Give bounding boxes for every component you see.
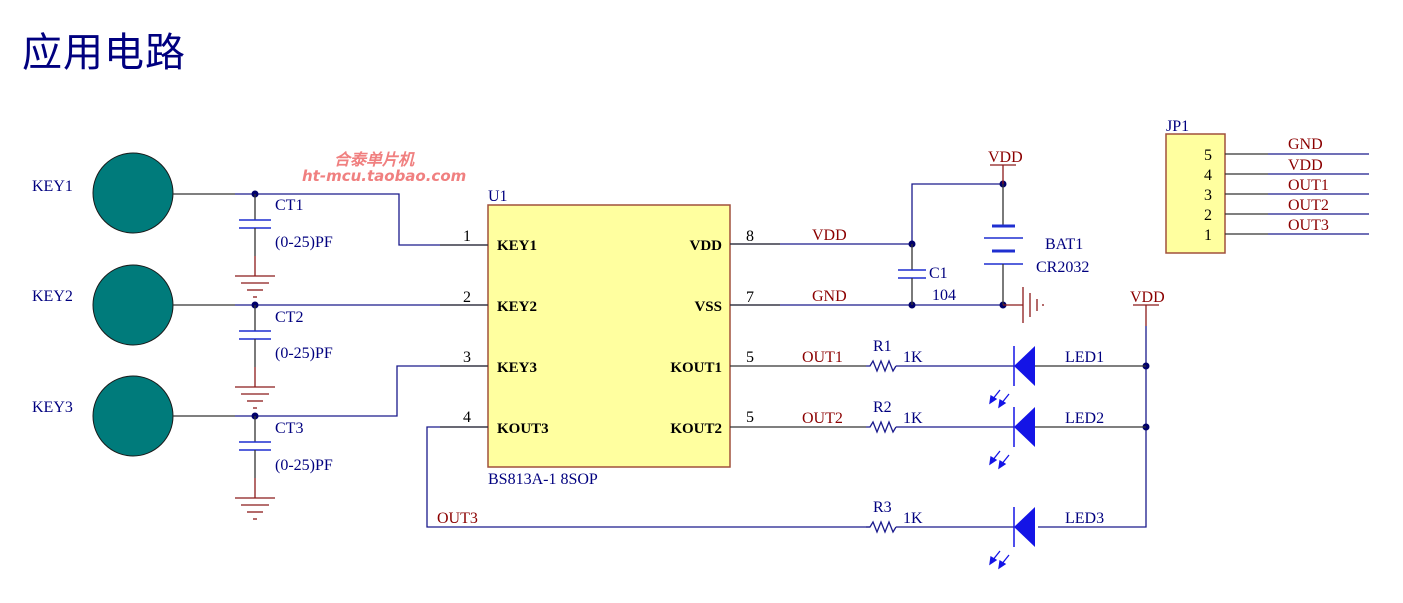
jp1-net: GND [1288,136,1323,153]
light-emission-icon [989,450,1010,470]
pin-number: 5 [746,409,754,426]
r3-value: 1K [903,510,923,527]
ic-body[interactable] [487,204,731,468]
jp1-net: VDD [1288,157,1323,174]
ct3-ref: CT3 [275,420,303,437]
pin-number: 4 [463,409,471,426]
pin-number: 2 [463,289,471,306]
ct2-value: (0-25)PF [275,345,333,362]
pin-name: VSS [694,299,722,315]
jp1-pin-number: 1 [1204,227,1212,244]
r2-ref: R2 [873,399,892,416]
r3-ref: R3 [873,499,892,516]
r2-value: 1K [903,410,923,427]
jp1-pin-number: 2 [1204,207,1212,224]
net-label-out1: OUT1 [802,349,843,366]
jp1-net: OUT3 [1288,217,1329,234]
pin-name: KEY3 [497,360,537,376]
led2 [989,407,1035,470]
wire-led-rail [1038,326,1147,528]
resistor-r1 [866,359,897,373]
c1-ref: C1 [929,265,948,282]
key3-group: KEY3 CT3 (0-25)PF [32,365,488,520]
touch-pad-key3[interactable] [92,375,174,457]
ground-symbol [235,497,275,520]
touch-pad-key1[interactable] [92,152,174,234]
key2-label: KEY2 [32,288,73,305]
battery-bat1 [984,184,1023,305]
jp1-pin-number: 3 [1204,187,1212,204]
led3-ref: LED3 [1065,510,1104,527]
r1-ref: R1 [873,338,892,355]
led1 [989,346,1035,409]
jp1-body[interactable] [1165,133,1226,254]
jp1-pin-number: 4 [1204,167,1212,184]
c1-value: 104 [932,287,956,304]
light-emission-icon [989,550,1010,570]
jp1-net: OUT1 [1288,177,1329,194]
resistor-r3 [866,520,897,534]
key3-label: KEY3 [32,399,73,416]
connector-jp1[interactable]: JP1 5 GND 4 VDD 3 OUT1 2 OUT2 1 OUT3 [1165,118,1369,254]
page-title: 应用电路 [22,30,186,76]
led2-ref: LED2 [1065,410,1104,427]
net-label-out2: OUT2 [802,410,843,427]
ct3-value: (0-25)PF [275,457,333,474]
ground-symbol [235,386,275,409]
pin-number: 1 [463,228,471,245]
net-label-out3: OUT3 [437,510,478,527]
pin-name: KOUT3 [497,421,549,437]
pin-name: KEY1 [497,238,537,254]
pin-name: VDD [690,238,723,254]
power-port-vdd-led: VDD [1130,289,1165,306]
r1-value: 1K [903,349,923,366]
jp1-ref: JP1 [1166,118,1189,135]
watermark-line1: 合泰单片机 [334,150,415,169]
ct1-ref: CT1 [275,197,303,214]
ct2-ref: CT2 [275,309,303,326]
key1-label: KEY1 [32,178,73,195]
resistor-r2 [866,420,897,434]
touch-pad-key2[interactable] [92,264,174,346]
pin-name: KOUT1 [670,360,722,376]
jp1-pin-number: 5 [1204,147,1212,164]
wire-key1 [235,193,488,246]
light-emission-icon [989,389,1010,409]
wire-key3 [235,365,488,417]
wire [911,183,1003,244]
ground-symbol [1003,287,1044,323]
pin-number: 5 [746,349,754,366]
bat1-value: CR2032 [1036,259,1089,276]
led1-ref: LED1 [1065,349,1104,366]
ic-ref: U1 [488,188,508,205]
ic-part: BS813A-1 8SOP [488,471,598,488]
pin-name: KOUT2 [670,421,722,437]
net-label-gnd: GND [812,288,847,305]
power-port-vdd-top: VDD [988,149,1023,166]
bat1-ref: BAT1 [1045,236,1083,253]
ct1-value: (0-25)PF [275,234,333,251]
ground-symbol [235,275,275,298]
pin-number: 3 [463,349,471,366]
pin-name: KEY2 [497,299,537,315]
pin-number: 7 [746,289,754,306]
watermark-line2: ht-mcu.taobao.com [302,167,466,185]
ic-u1[interactable]: U1 BS813A-1 8SOP 1 KEY1 2 KEY2 3 KEY3 4 … [463,188,754,488]
key2-group: KEY2 CT2 (0-25)PF [32,264,488,409]
net-label-vdd: VDD [812,227,847,244]
jp1-net: OUT2 [1288,197,1329,214]
pin-number: 8 [746,228,754,245]
led3 [989,507,1035,570]
